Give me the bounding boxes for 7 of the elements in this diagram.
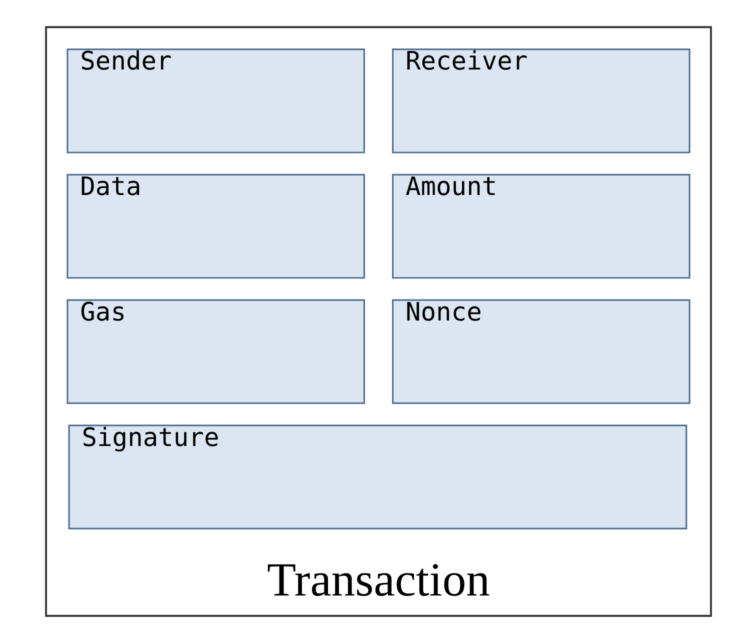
node-box: Gas [66, 299, 365, 404]
node-box: Amount [391, 174, 690, 279]
node-box: Receiver [391, 48, 690, 154]
node-box: Nonce [391, 299, 690, 404]
node-box: Data [66, 174, 365, 279]
node-box: Sender [66, 48, 365, 154]
node-box: Signature [68, 424, 687, 530]
